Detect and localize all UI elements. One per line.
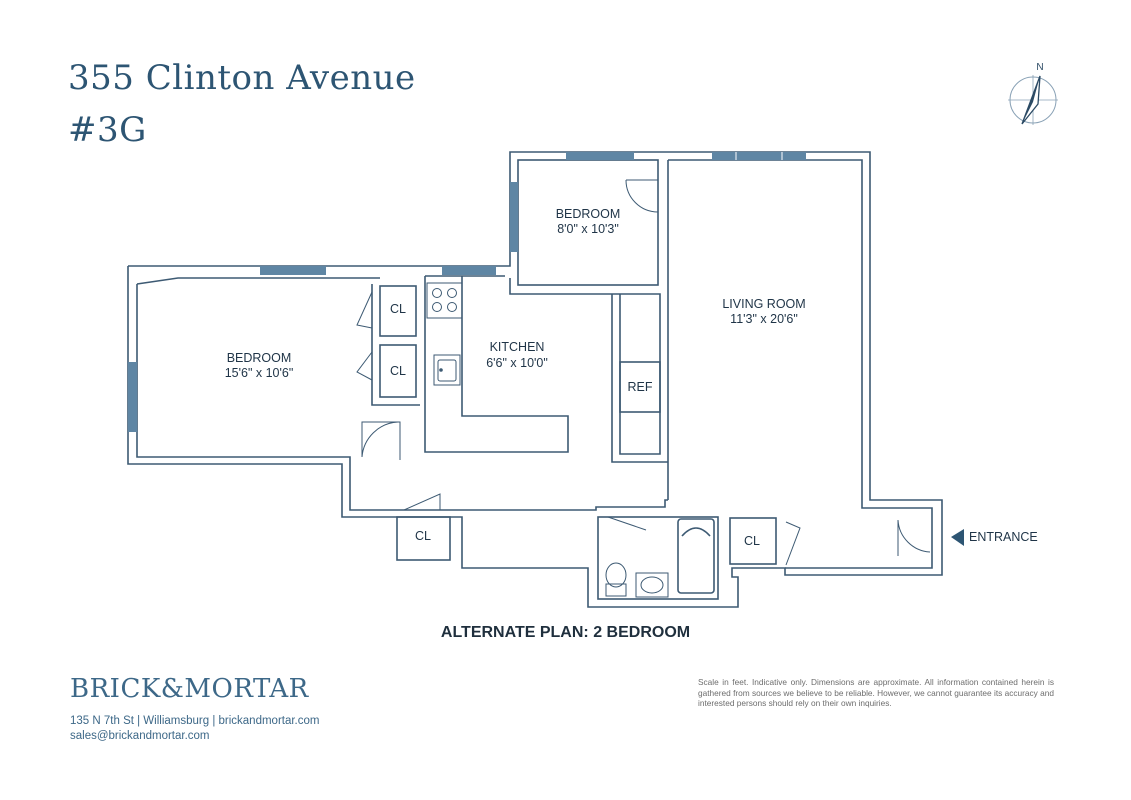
closet-2-label: CL <box>390 364 406 378</box>
closet-3 <box>396 516 451 561</box>
windows <box>128 152 806 432</box>
stove-icon <box>426 282 463 319</box>
entrance-arrow-icon <box>951 529 964 546</box>
living-room-dims: 11'3" x 20'6" <box>730 312 798 326</box>
refrigerator-label: REF <box>628 380 653 394</box>
bedroom-small-dims: 8'0" x 10'3" <box>557 222 619 236</box>
refrigerator <box>619 361 661 413</box>
unit-number: #3G <box>68 110 147 150</box>
disclaimer: Scale in feet. Indicative only. Dimensio… <box>698 677 1054 709</box>
entrance-label: ENTRANCE <box>969 530 1038 544</box>
toilet-icon <box>605 562 627 597</box>
kitchen-sink-icon <box>433 354 461 386</box>
closet-3-label: CL <box>415 529 431 543</box>
living-room-name: LIVING ROOM <box>722 297 805 311</box>
bathroom-sink-icon <box>635 572 669 598</box>
kitchen-name: KITCHEN <box>490 340 545 354</box>
doors <box>356 179 931 566</box>
outer-wall <box>127 151 943 608</box>
compass-icon: N <box>1008 62 1058 125</box>
closet-1 <box>379 285 417 337</box>
brand-logo: BRICK&MORTAR <box>70 674 309 704</box>
plan-caption: ALTERNATE PLAN: 2 BEDROOM <box>440 624 691 641</box>
living-room-walls <box>668 159 933 569</box>
bedroom-small-name: BEDROOM <box>556 207 621 221</box>
bathtub <box>677 518 715 594</box>
closet-2 <box>379 344 417 398</box>
kitchen-walls <box>424 276 569 453</box>
closet-4 <box>729 517 777 565</box>
closet-4-label: CL <box>744 534 760 548</box>
north-label: N <box>1036 62 1043 73</box>
bedroom-large-dims: 15'6" x 10'6" <box>225 366 294 380</box>
inner-wall <box>136 284 668 511</box>
property-title: 355 Clinton Avenue <box>68 58 416 98</box>
bathroom <box>597 516 719 600</box>
bedroom-large-name: BEDROOM <box>227 351 292 365</box>
closet-1-label: CL <box>390 302 406 316</box>
email-link[interactable]: sales@brickandmortar.com <box>70 730 210 742</box>
kitchen-dims: 6'6" x 10'0" <box>486 356 548 370</box>
address-line: 135 N 7th St | Williamsburg | brickandmo… <box>70 715 320 727</box>
